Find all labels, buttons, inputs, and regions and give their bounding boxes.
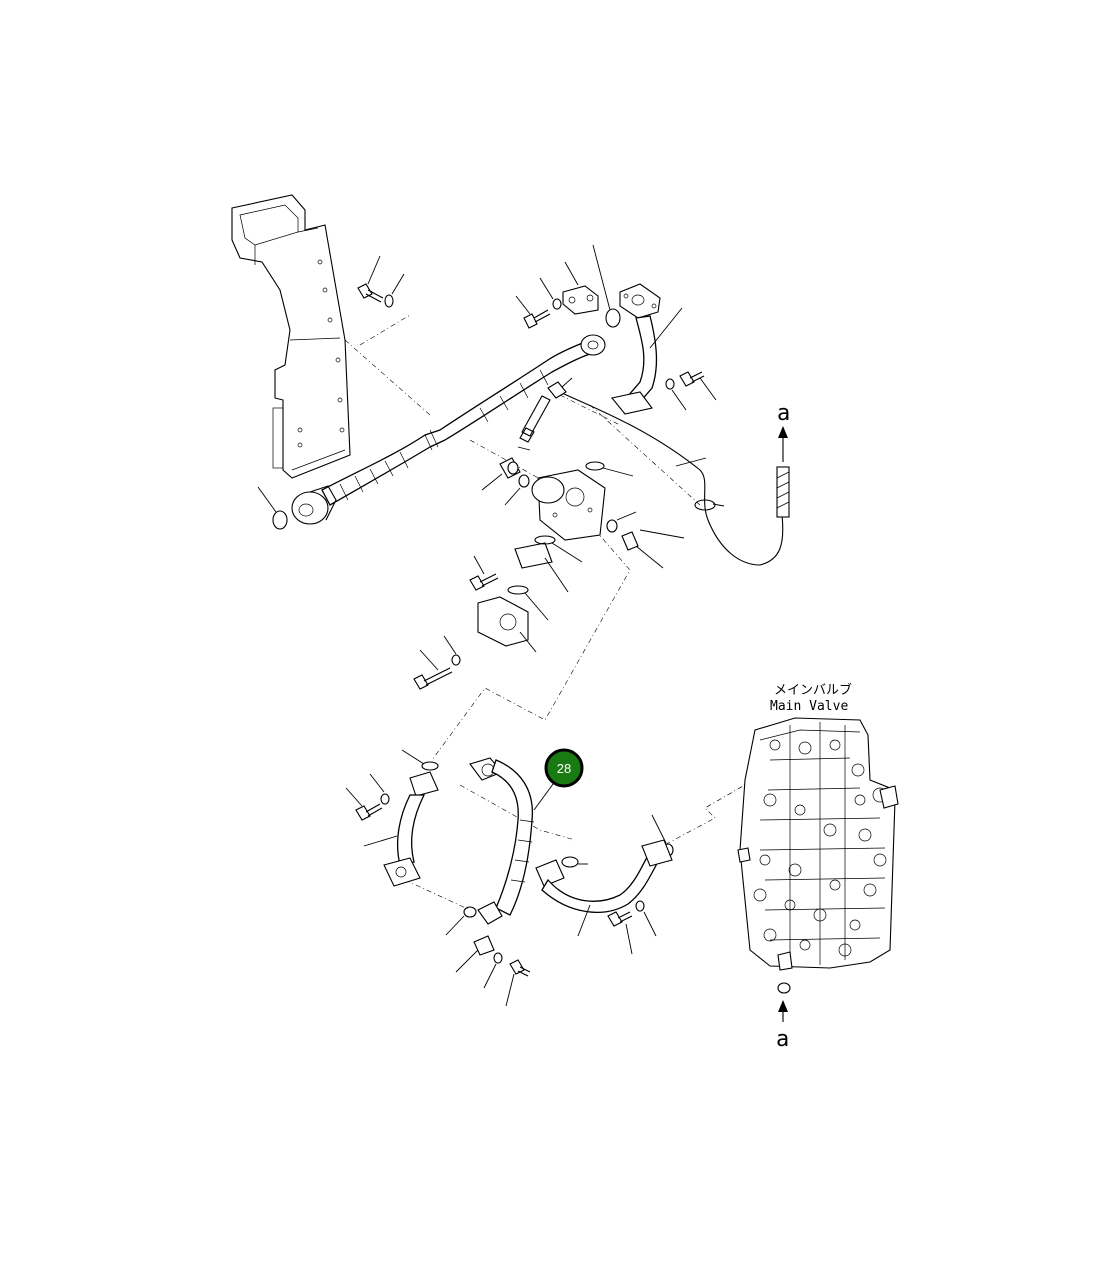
- split-flange: [455, 935, 531, 1007]
- lower-hose-28: [469, 757, 557, 925]
- plug: [481, 457, 530, 506]
- bolt: [357, 255, 384, 303]
- lower-right-tube: [535, 839, 673, 937]
- main-valve-label-en: Main Valve: [770, 699, 848, 714]
- adapter-plate: [477, 535, 583, 653]
- callout-28-circle[interactable]: [544, 748, 584, 788]
- upper-tube: [611, 283, 683, 415]
- main-valve-label-jp: メインバルブ: [774, 682, 852, 698]
- callout-28[interactable]: 28: [544, 748, 584, 788]
- ref-marker-top-label: a: [777, 401, 790, 426]
- washer: [384, 273, 405, 308]
- ref-marker-bottom: a: [776, 982, 791, 1052]
- ref-marker-top: a: [776, 401, 790, 518]
- ref-marker-bottom-label: a: [776, 1027, 789, 1052]
- sensor-harness: [547, 377, 784, 566]
- split-flange: [515, 244, 621, 329]
- sensor: [606, 511, 685, 569]
- bolt: [607, 900, 657, 955]
- main-valve: [737, 717, 899, 971]
- callout-28-label[interactable]: 28: [557, 761, 571, 776]
- frame-bracket: [231, 194, 351, 479]
- o-ring: [257, 486, 288, 530]
- main-valve-label: メインバルブ Main Valve: [770, 682, 852, 714]
- upper-hose: [291, 334, 606, 525]
- valve-block: [531, 469, 606, 541]
- bolt: [345, 773, 390, 821]
- bolt: [665, 371, 717, 411]
- lower-left-tube: [363, 749, 439, 887]
- o-ring: [585, 461, 634, 477]
- bolt: [413, 555, 499, 690]
- stud-bolt: [517, 395, 551, 451]
